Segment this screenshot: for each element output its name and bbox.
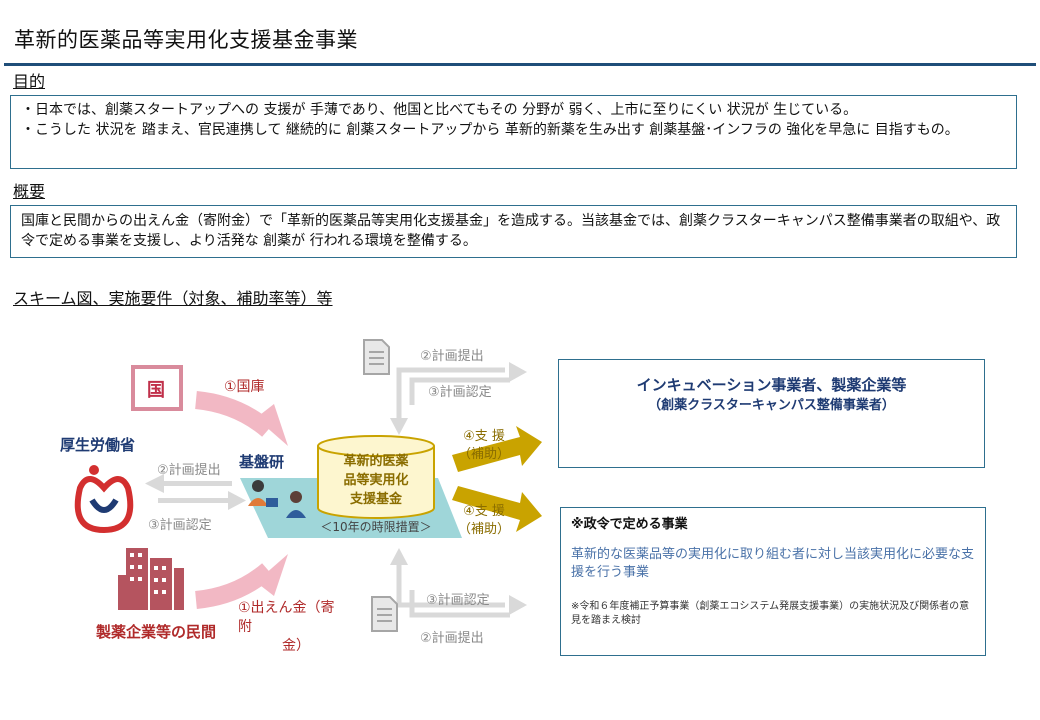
fund-name-line-3: 支援基金 [349,492,402,507]
purpose-bullet-2: ・こうした 状況を 踏まえ、官民連携して 継続的に 創薬スタートアップから 革新… [21,122,959,138]
mhlw-logo-icon [74,465,134,534]
incubation-title: インキュベーション事業者、製薬企業等 [636,376,907,394]
top-plan-approve-label: ③計画認定 [428,385,492,400]
plan-approve-arrowhead [228,491,246,510]
fund-cylinder-body [317,446,435,519]
support-arrow-ordinance [452,486,542,532]
ordinance-note: ※令和６年度補正予算事業（創薬エコシステム発展支援事業）の実施状況及び関係者の意… [571,601,970,626]
country-icon-label: 国 [147,380,165,401]
ordinance-title: ※政令で定める事業 [571,517,688,532]
support-label-lower-line-2: （補助） [457,522,510,537]
ordinance-box: ※政令で定める事業 革新的な医薬品等の実用化に取り組む者に対し当該実用化に必要な… [560,507,986,656]
bottom-plan-submit-label: ②計画提出 [420,631,484,646]
company-buildings-icon [118,548,184,610]
overview-heading: 概要 [13,182,46,201]
fund-name-line-1: 革新的医薬 [343,454,409,469]
document-icon-bottom [371,596,398,632]
mhlw-plan-submit-label: ②計画提出 [157,463,221,478]
plan-submit-arrow-shaft [162,481,232,486]
plan-approve-arrow-shaft [158,498,230,503]
private-sector-label: 製薬企業等の民間 [96,623,217,641]
incubation-subtitle: （創薬クラスターキャンパス整備事業者） [648,398,895,413]
bottom-plan-approve-line [396,565,505,608]
national-treasury-label: ①国庫 [224,379,265,395]
mhlw-label: 厚生労働省 [60,436,136,454]
purpose-heading: 目的 [13,72,46,91]
donation-label-line-2: 金） [282,638,310,654]
support-label-upper: ④支 援 （補助） [456,428,512,464]
researchers-icon [248,480,306,518]
bottom-plan-approve-arrowhead [509,595,527,615]
donation-arrowhead [256,554,288,596]
national-treasury-arrow [194,391,274,437]
country-icon-frame [131,365,183,411]
support-label-upper-line-2: （補助） [457,447,510,462]
bottom-plan-approve-label: ③計画認定 [426,593,490,608]
top-plan-submit-line [396,367,505,430]
title-divider [4,63,1036,66]
top-plan-submit-arrowhead [390,418,408,435]
ordinance-description: 革新的な医薬品等の実用化に取り組む者に対し当該実用化に必要な支援を行う事業 [571,547,975,580]
purpose-box: ・日本では、創薬スタートアップへの 支援が 手薄であり、他国と比べてもその 分野… [10,95,1017,169]
incubation-box: インキュベーション事業者、製薬企業等 （創薬クラスターキャンパス整備事業者） [558,359,985,468]
bottom-plan-submit-line [409,590,510,618]
fund-name-line-2: 品等実用化 [343,473,409,488]
top-plan-approve-arrowhead [509,362,527,382]
fund-cylinder-top [317,435,435,457]
fund-name: 革新的医薬 品等実用化 支援基金 [318,452,434,509]
support-label-lower: ④支 援 （補助） [456,503,512,539]
purpose-bullet-1: ・日本では、創薬スタートアップへの 支援が 手薄であり、他国と比べてもその 分野… [21,102,858,118]
overview-box: 国庫と民間からの出えん金（寄附金）で「革新的医薬品等実用化支援基金」を造成する。… [10,205,1017,258]
national-treasury-arrowhead [256,404,288,446]
donation-label: ①出えん金（寄附 金） [238,599,348,656]
top-plan-submit-label: ②計画提出 [420,349,484,364]
plan-submit-arrowhead [145,474,164,493]
support-label-upper-line-1: ④支 援 [463,429,505,444]
scheme-heading: スキーム図、実施要件（対象、補助率等）等 [13,289,333,308]
top-plan-approve-line [409,377,510,405]
bottom-plan-submit-arrowhead [390,548,408,565]
overview-text: 国庫と民間からの出えん金（寄附金）で「革新的医薬品等実用化支援基金」を造成する。… [21,213,1001,249]
page-title: 革新的医薬品等実用化支援基金事業 [14,28,358,52]
fund-term-label: ＜10年の時限措置＞ [320,520,432,534]
donation-arrow [194,563,274,609]
donation-label-line-1: ①出えん金（寄附 [238,600,335,635]
support-label-lower-line-1: ④支 援 [463,504,505,519]
support-arrow-incubation [452,426,542,472]
nibiohn-label: 基盤研 [239,453,285,471]
mhlw-plan-approve-label: ③計画認定 [148,518,212,533]
document-icon-top [363,339,390,375]
